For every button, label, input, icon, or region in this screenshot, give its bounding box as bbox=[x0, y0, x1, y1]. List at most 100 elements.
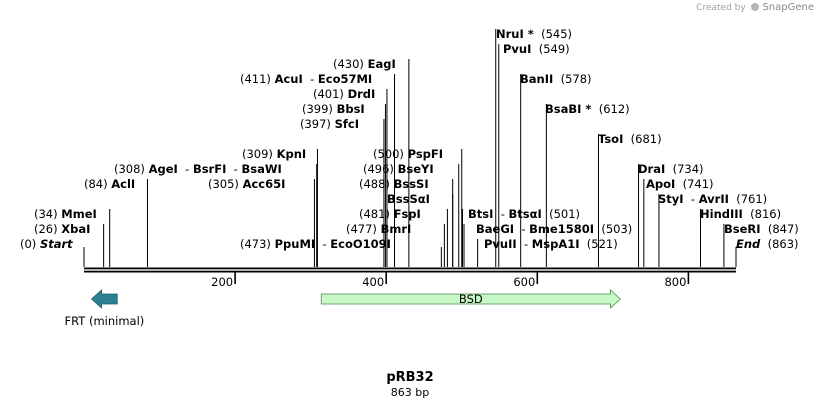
enzyme-name: HindIII bbox=[700, 207, 743, 221]
site-drai[interactable]: DraI (734) bbox=[638, 162, 704, 267]
enzyme-name: StyI bbox=[658, 192, 684, 206]
enzyme-name: EagI bbox=[368, 57, 396, 71]
site-mmei[interactable]: (34) MmeI bbox=[34, 207, 111, 267]
site-styi[interactable]: StyI - AvrII (761) bbox=[658, 192, 767, 267]
enzyme-name: NruI * bbox=[496, 27, 534, 41]
plasmid-length: 863 bp bbox=[390, 386, 430, 399]
site-position: (473) bbox=[240, 237, 275, 251]
site-acli[interactable]: (84) AclI bbox=[84, 177, 148, 267]
site-label: (305) Acc65I bbox=[208, 177, 285, 191]
site-pvuii[interactable]: PvuII - MspA1I (521) bbox=[477, 237, 618, 267]
site-drdi[interactable]: (401) DrdI bbox=[313, 87, 388, 267]
site-start[interactable]: (0) Start bbox=[20, 237, 85, 267]
site-label: BanII (578) bbox=[520, 72, 592, 86]
site-label: (26) XbaI bbox=[34, 222, 90, 236]
site-position: - bbox=[684, 192, 699, 206]
site-label: BssSαI bbox=[387, 192, 430, 206]
site-nrui[interactable]: NruI * (545) bbox=[495, 27, 572, 267]
enzyme-name: PvuII bbox=[484, 237, 517, 251]
enzyme-name: BseYI bbox=[398, 162, 434, 176]
watermark-prefix: Created by bbox=[696, 3, 746, 13]
site-bseyi[interactable]: (496) BseYI bbox=[363, 162, 460, 267]
site-label: BtsI - BtsαI (501) bbox=[468, 207, 580, 221]
site-acui[interactable]: (411) AcuI - Eco57MI bbox=[240, 72, 396, 267]
site-label: End (863) bbox=[736, 237, 799, 251]
site-xbai[interactable]: (26) XbaI bbox=[34, 222, 105, 267]
site-position: (741) bbox=[675, 177, 713, 191]
site-position: (481) bbox=[359, 207, 394, 221]
site-tsoi[interactable]: TsoI (681) bbox=[597, 132, 662, 267]
site-sfci[interactable]: (397) SfcI bbox=[300, 117, 385, 267]
enzyme-name: AclI bbox=[111, 177, 135, 191]
site-bmri[interactable]: (477) BmrI bbox=[346, 222, 445, 267]
enzyme-name: BtsI bbox=[468, 207, 493, 221]
plasmid-name[interactable]: pRB32 bbox=[386, 370, 434, 385]
site-apoi[interactable]: ApoI (741) bbox=[643, 177, 714, 267]
enzyme-name: BsaWI bbox=[241, 162, 281, 176]
site-label: StyI - AvrII (761) bbox=[658, 192, 767, 206]
enzyme-name: AvrII bbox=[699, 192, 729, 206]
site-label: PvuI (549) bbox=[503, 42, 570, 56]
feature-bsd[interactable]: BSD bbox=[320, 289, 622, 309]
site-label: (473) PpuMI - EcoO109I bbox=[240, 237, 391, 251]
site-label: TsoI (681) bbox=[598, 132, 662, 146]
site-position: - bbox=[226, 162, 241, 176]
site-position: (761) bbox=[729, 192, 767, 206]
feature-label: FRT (minimal) bbox=[65, 314, 145, 328]
enzyme-name: MmeI bbox=[61, 207, 97, 221]
enzyme-name: Eco57MI bbox=[318, 72, 372, 86]
site-end[interactable]: End (863) bbox=[735, 237, 799, 267]
feature-frt[interactable]: FRT (minimal) bbox=[65, 289, 145, 328]
site-position: (305) bbox=[208, 177, 243, 191]
site-bsssi[interactable]: BssSαI bbox=[387, 192, 454, 267]
site-bbsi[interactable]: (399) BbsI bbox=[302, 102, 386, 267]
enzyme-name: FspI bbox=[394, 207, 421, 221]
site-pspfi[interactable]: (500) PspFI bbox=[373, 147, 463, 267]
site-fspi[interactable]: (481) FspI bbox=[359, 207, 448, 267]
site-hindiii[interactable]: HindIII (816) bbox=[699, 207, 781, 267]
site-label: (309) KpnI bbox=[242, 147, 306, 161]
enzyme-name: BbsI bbox=[337, 102, 365, 116]
site-label: (481) FspI bbox=[359, 207, 421, 221]
site-position: - bbox=[514, 222, 529, 236]
enzyme-name: BanII bbox=[520, 72, 553, 86]
site-pvui[interactable]: PvuI (549) bbox=[498, 42, 570, 267]
site-position: (488) bbox=[359, 177, 394, 191]
site-label: BaeGI - Bme1580I (503) bbox=[476, 222, 632, 236]
enzyme-name: ApoI bbox=[646, 177, 675, 191]
site-label: (496) BseYI bbox=[363, 162, 434, 176]
site-position: (401) bbox=[313, 87, 348, 101]
plasmid-title: pRB32 863 bp bbox=[0, 370, 820, 399]
site-bseri[interactable]: BseRI (847) bbox=[723, 222, 799, 267]
enzyme-name: BaeGI bbox=[476, 222, 514, 236]
site-agei[interactable]: (308) AgeI - BsrFI - BsaWI bbox=[114, 162, 318, 267]
enzyme-name: DraI bbox=[638, 162, 665, 176]
site-btsi[interactable]: BtsI - BtsαI (501) bbox=[462, 207, 581, 267]
site-label: BseRI (847) bbox=[724, 222, 799, 236]
features: BSD FRT (minimal) bbox=[65, 289, 622, 328]
site-position: - bbox=[178, 162, 193, 176]
site-position: (503) bbox=[594, 222, 632, 236]
enzyme-name: KpnI bbox=[277, 147, 307, 161]
site-label: (0) Start bbox=[20, 237, 73, 251]
site-acc65i[interactable]: (305) Acc65I bbox=[208, 177, 315, 267]
site-eagi[interactable]: (430) EagI bbox=[333, 57, 410, 267]
enzyme-name: PvuI bbox=[503, 42, 531, 56]
site-position: (847) bbox=[761, 222, 799, 236]
snapgene-watermark: Created by SnapGene bbox=[696, 2, 814, 13]
site-label: HindIII (816) bbox=[700, 207, 781, 221]
backbone-gap bbox=[84, 269, 736, 271]
axis-tick-label: 400 bbox=[362, 275, 384, 289]
feature-arrow bbox=[320, 289, 622, 309]
site-banii[interactable]: BanII (578) bbox=[520, 72, 592, 267]
restriction-sites: (0) Start(26) XbaI(34) MmeI(84) AclI(308… bbox=[20, 27, 799, 267]
site-kpni[interactable]: (309) KpnI bbox=[242, 147, 318, 267]
site-position: - bbox=[303, 72, 318, 86]
site-position: (549) bbox=[531, 42, 569, 56]
site-ppumi[interactable]: (473) PpuMI - EcoO109I bbox=[240, 237, 442, 267]
site-baegi[interactable]: BaeGI - Bme1580I (503) bbox=[463, 222, 632, 267]
site-bsabi[interactable]: BsaBI * (612) bbox=[545, 102, 630, 267]
site-label: (308) AgeI - BsrFI - BsaWI bbox=[114, 162, 282, 176]
site-position: (863) bbox=[760, 237, 798, 251]
